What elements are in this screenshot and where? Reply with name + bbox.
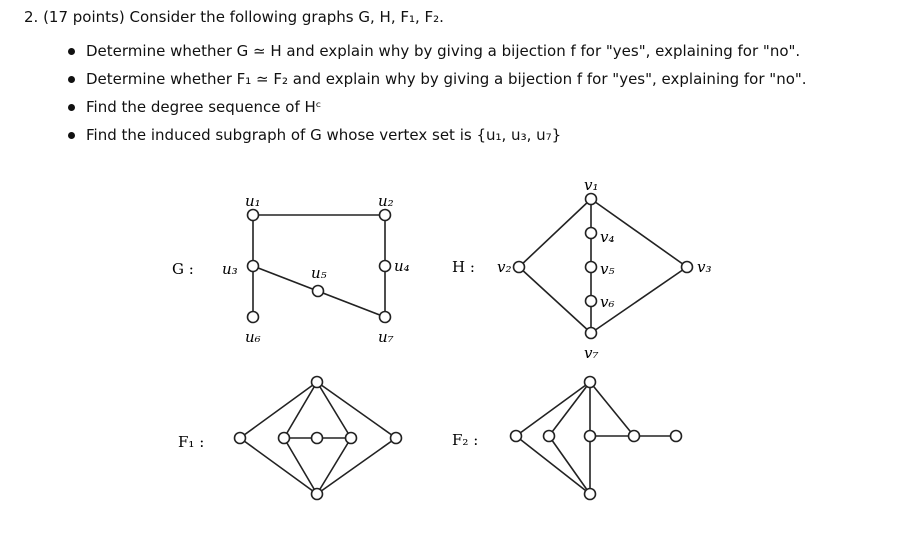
vertex-u6 bbox=[246, 310, 260, 324]
vertex-F1-top bbox=[310, 375, 324, 389]
task-item-isomorphism-G-H: Determine whether G ≃ H and explain why … bbox=[68, 40, 807, 68]
vertex-label-v1: v₁ bbox=[584, 176, 599, 194]
vertex-v2 bbox=[512, 260, 526, 274]
vertex-u4 bbox=[378, 259, 392, 273]
vertex-F1-left bbox=[233, 431, 247, 445]
vertex-label-u2: u₂ bbox=[378, 192, 394, 210]
graph-F2: F₂ : bbox=[452, 375, 683, 501]
vertex-label-u1: u₁ bbox=[245, 192, 261, 210]
vertex-u1 bbox=[246, 208, 260, 222]
edge-F1-innerright-bottom bbox=[316, 437, 352, 495]
vertex-label-u6: u₆ bbox=[245, 328, 261, 346]
task-item-induced-subgraph: Find the induced subgraph of G whose ver… bbox=[68, 124, 807, 152]
edge-F1-top-left bbox=[239, 381, 318, 439]
vertex-F2-innerleft bbox=[542, 429, 556, 443]
vertex-v3 bbox=[680, 260, 694, 274]
vertex-u2 bbox=[378, 208, 392, 222]
question-header: 2. (17 points) Consider the following gr… bbox=[24, 8, 444, 26]
edge-F1-top-innerleft bbox=[283, 381, 318, 439]
graph-G: G : u₁ u₂ u₃ u₄ u₅ u₆ u₇ bbox=[172, 192, 410, 346]
vertex-F2-innerright bbox=[627, 429, 641, 443]
vertex-v6 bbox=[584, 294, 598, 308]
edge-F1-top-innerright bbox=[316, 381, 352, 439]
graph-H: H : v₁ v₂ v₃ v₄ v₅ v₆ v₇ bbox=[452, 176, 712, 362]
vertex-v7 bbox=[584, 326, 598, 340]
edge-F2-top-innerright bbox=[589, 381, 635, 437]
edge-v1-v3 bbox=[590, 198, 688, 268]
vertex-F1-innerright bbox=[344, 431, 358, 445]
graph-F2-label: F₂ : bbox=[452, 431, 478, 449]
task-list: Determine whether G ≃ H and explain why … bbox=[68, 40, 807, 152]
vertex-F1-bottom bbox=[310, 487, 324, 501]
vertex-F2-center bbox=[583, 429, 597, 443]
vertex-u7 bbox=[378, 310, 392, 324]
edge-F1-innerleft-bottom bbox=[283, 437, 318, 495]
vertex-label-u7: u₇ bbox=[378, 328, 394, 346]
vertex-label-v6: v₆ bbox=[600, 293, 615, 311]
vertex-F1-right bbox=[389, 431, 403, 445]
graph-G-label: G : bbox=[172, 260, 194, 278]
vertex-F2-left bbox=[509, 429, 523, 443]
vertex-label-v3: v₃ bbox=[697, 258, 712, 276]
edge-F2-innerleft-bottom bbox=[548, 435, 591, 495]
vertex-label-v2: v₂ bbox=[497, 258, 512, 276]
graph-F1: F₁ : bbox=[178, 375, 403, 501]
vertex-F2-right bbox=[669, 429, 683, 443]
vertex-F1-innerleft bbox=[277, 431, 291, 445]
vertex-F2-top bbox=[583, 375, 597, 389]
vertex-label-v4: v₄ bbox=[600, 228, 615, 246]
edge-F2-left-bottom bbox=[515, 435, 591, 495]
vertex-F2-bottom bbox=[583, 487, 597, 501]
edge-F2-top-innerleft bbox=[548, 381, 591, 437]
vertex-v5 bbox=[584, 260, 598, 274]
vertex-v4 bbox=[584, 226, 598, 240]
vertex-u5 bbox=[311, 284, 325, 298]
task-item-isomorphism-F1-F2: Determine whether F₁ ≃ F₂ and explain wh… bbox=[68, 68, 807, 96]
edge-v2-v7 bbox=[518, 266, 592, 334]
vertex-label-u4: u₄ bbox=[394, 257, 410, 275]
task-item-degree-sequence: Find the degree sequence of Hᶜ bbox=[68, 96, 807, 124]
vertex-label-v5: v₅ bbox=[600, 260, 615, 278]
vertex-v1 bbox=[584, 192, 598, 206]
vertex-label-u3: u₃ bbox=[222, 260, 238, 278]
edge-v1-v2 bbox=[518, 198, 592, 268]
edge-v3-v7 bbox=[590, 266, 688, 334]
graph-F1-label: F₁ : bbox=[178, 433, 204, 451]
edge-F2-top-left bbox=[515, 381, 591, 437]
vertex-label-v7: v₇ bbox=[584, 344, 599, 362]
vertex-F1-center bbox=[310, 431, 324, 445]
edge-F1-left-bottom bbox=[239, 437, 318, 495]
graph-H-label: H : bbox=[452, 258, 475, 276]
edge-F1-right-bottom bbox=[316, 437, 397, 495]
vertex-label-u5: u₅ bbox=[311, 264, 327, 282]
vertex-u3 bbox=[246, 259, 260, 273]
edge-F1-top-right bbox=[316, 381, 397, 439]
